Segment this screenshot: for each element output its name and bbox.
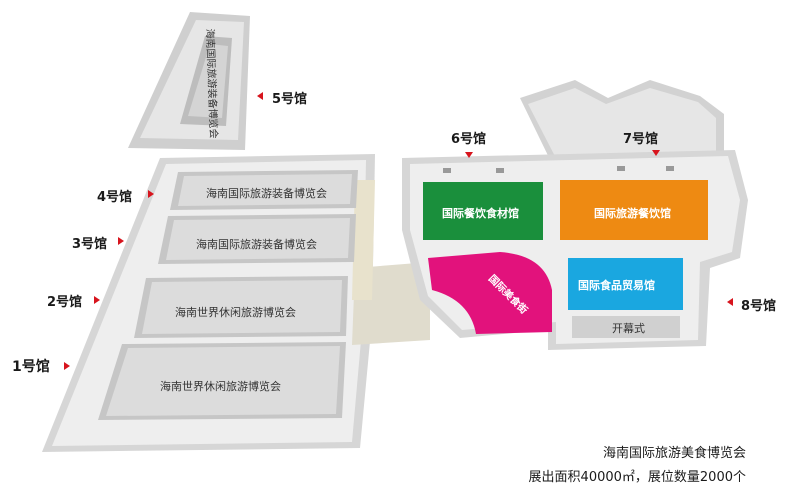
footer-stats: 展出面积40000㎡，展位数量2000个 (528, 470, 746, 485)
room-hall-2-text: 海南世界休闲旅游博览会 (175, 306, 296, 319)
room-hall-3-text: 海南国际旅游装备博览会 (196, 238, 317, 251)
hall-7-label[interactable]: 7号馆 (623, 132, 659, 147)
hall-2-label[interactable]: 2号馆 (47, 295, 83, 310)
hall-6-label[interactable]: 6号馆 (451, 132, 487, 147)
hall-markers (64, 92, 733, 370)
opening-ceremony-text: 开幕式 (612, 322, 645, 335)
hall-4-label[interactable]: 4号馆 (97, 190, 133, 205)
main-left-building (42, 154, 430, 452)
right-building (402, 80, 748, 350)
room-hall-6-text: 国际餐饮食材馆 (442, 207, 519, 220)
hall-5-building (128, 12, 250, 150)
room-hall-1-text: 海南世界休闲旅游博览会 (160, 380, 281, 393)
hall-1-label[interactable]: 1号馆 (12, 359, 50, 375)
room-hall-4-text: 海南国际旅游装备博览会 (206, 187, 327, 200)
hall-8-label[interactable]: 8号馆 (741, 299, 777, 314)
hall-3-label[interactable]: 3号馆 (72, 237, 108, 252)
footer-title: 海南国际旅游美食博览会 (602, 446, 746, 461)
hall-5-label[interactable]: 5号馆 (272, 92, 308, 107)
room-hall-7-text: 国际旅游餐饮馆 (594, 207, 671, 220)
room-hall-8-text: 国际食品贸易馆 (578, 279, 655, 292)
